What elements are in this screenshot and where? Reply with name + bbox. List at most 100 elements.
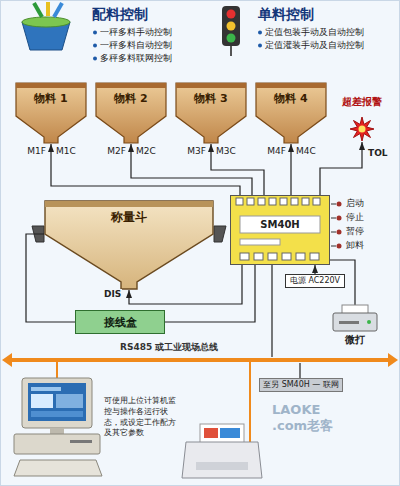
input-lead — [331, 204, 336, 205]
signal-pole — [230, 46, 232, 56]
relay-terminal — [236, 198, 243, 205]
watermark: LAOKE .com老客 — [272, 402, 336, 433]
keyboard — [14, 460, 102, 476]
single-feed-icon — [222, 6, 240, 56]
node-text: 称量斗 — [111, 210, 147, 224]
material-hopper-shape — [175, 82, 247, 144]
alarm-core — [359, 126, 366, 133]
signal-name: M1C — [56, 146, 76, 157]
signal-wire — [299, 363, 300, 378]
controller: SM40H — [230, 195, 330, 265]
input-name: 卸料 — [346, 240, 364, 251]
input-name-holder: 暂停 — [346, 226, 364, 237]
power-box: 电源 AC220V — [285, 274, 345, 288]
feature-item: 定值包装手动及自动控制 — [265, 27, 364, 38]
bus-line — [10, 358, 390, 362]
hopper-outline — [16, 83, 86, 143]
signal-wire — [320, 142, 362, 195]
screen-window — [31, 394, 53, 408]
relay-terminal — [280, 198, 287, 205]
signal-wire — [211, 144, 264, 195]
feature-item-holder: 多秤多料联网控制 — [100, 53, 172, 64]
relay-terminal — [302, 198, 309, 205]
section-heading: 单料控制 — [258, 6, 314, 23]
feature-item: 定值灌装手动及自动控制 — [265, 40, 364, 51]
bus-arrowhead — [2, 353, 12, 367]
feature-item-holder: 定值灌装手动及自动控制 — [265, 40, 364, 51]
feature-item-holder: 一秤多料手动控制 — [100, 27, 172, 38]
field-bus: RS485 或工业现场总线 — [0, 357, 400, 363]
relay-terminal — [313, 198, 320, 205]
network-box: 至另 SM40H — 联网 — [259, 378, 343, 392]
weighing-hopper: 称量斗 — [44, 200, 214, 290]
input-dot — [337, 202, 342, 207]
node-text: 物料 2 — [114, 92, 147, 105]
bullet-dot — [93, 44, 97, 48]
screen — [28, 383, 86, 421]
bullet-dot — [93, 57, 97, 61]
signal-name: M1F — [27, 146, 46, 157]
node-text: SM40H — [260, 219, 299, 231]
signal-name-holder: M3C — [216, 146, 236, 157]
load-cell — [214, 226, 226, 242]
controller-panel — [231, 196, 330, 265]
io-terminal — [310, 253, 319, 260]
feature-item: 多秤多料联网控制 — [100, 53, 172, 64]
relay-terminal — [291, 198, 298, 205]
input-name: 停止 — [346, 212, 364, 223]
input-name: 启动 — [346, 198, 364, 209]
printer-body — [182, 442, 262, 478]
node-text: 至另 SM40H — 联网 — [263, 380, 339, 390]
bus-drop — [56, 362, 58, 378]
screen-window — [56, 394, 83, 408]
signal-wire — [314, 265, 315, 274]
relay-terminal — [269, 198, 276, 205]
bullet-dot — [258, 31, 262, 35]
signal-name-holder: M1C — [56, 146, 76, 157]
node-text: 电源 AC220V — [290, 276, 340, 286]
io-terminal — [296, 253, 305, 260]
print-image — [220, 428, 240, 438]
material-hopper: 物料 3 — [175, 82, 247, 144]
signal-name: M3F — [187, 146, 206, 157]
bullet-dot — [93, 31, 97, 35]
print-image — [204, 428, 218, 438]
input-name-holder: 卸料 — [346, 240, 364, 251]
signal-name-holder: M4F — [267, 146, 286, 157]
bus-drop — [249, 362, 251, 442]
wire-label-holder: DIS — [103, 289, 122, 300]
printer-body — [333, 313, 377, 331]
node-text: 接线盒 — [104, 316, 137, 329]
signal-lamp — [227, 22, 236, 31]
material-hopper: 物料 4 — [255, 82, 327, 144]
host-computer — [14, 378, 102, 476]
io-terminal — [240, 253, 249, 260]
node-text: 物料 1 — [34, 92, 67, 105]
signal-name-holder: M2C — [136, 146, 156, 157]
hopper-outline — [96, 83, 166, 143]
input-lead — [331, 218, 336, 219]
signal-wire — [165, 265, 255, 322]
hopper-lid — [45, 201, 213, 207]
host-note: 可使用上位计算机监控与操作各运行状态，或设定工作配方及其它参数 — [104, 396, 176, 439]
input-dot — [337, 230, 342, 235]
watermark-holder: LAOKE .com老客 — [272, 402, 336, 433]
input-lead — [331, 246, 336, 247]
hopper-outline — [256, 83, 326, 143]
alarm-lamp: 超差报警 — [334, 96, 390, 142]
node-text: 微打 — [345, 334, 365, 346]
weighing-hopper-outline — [45, 201, 213, 289]
display-strip — [240, 216, 320, 233]
hopper-rim — [16, 83, 86, 88]
node-text: 物料 4 — [274, 92, 307, 105]
input-name-holder: 启动 — [346, 198, 364, 209]
signal-name: M4C — [296, 146, 316, 157]
host-note-holder: 可使用上位计算机监控与操作各运行状态，或设定工作配方及其它参数 — [104, 396, 176, 439]
screen-window — [31, 411, 83, 417]
signal-name-holder: M4C — [296, 146, 316, 157]
signal-wire — [290, 144, 291, 195]
signal-name: M2F — [107, 146, 126, 157]
io-terminal — [282, 253, 291, 260]
